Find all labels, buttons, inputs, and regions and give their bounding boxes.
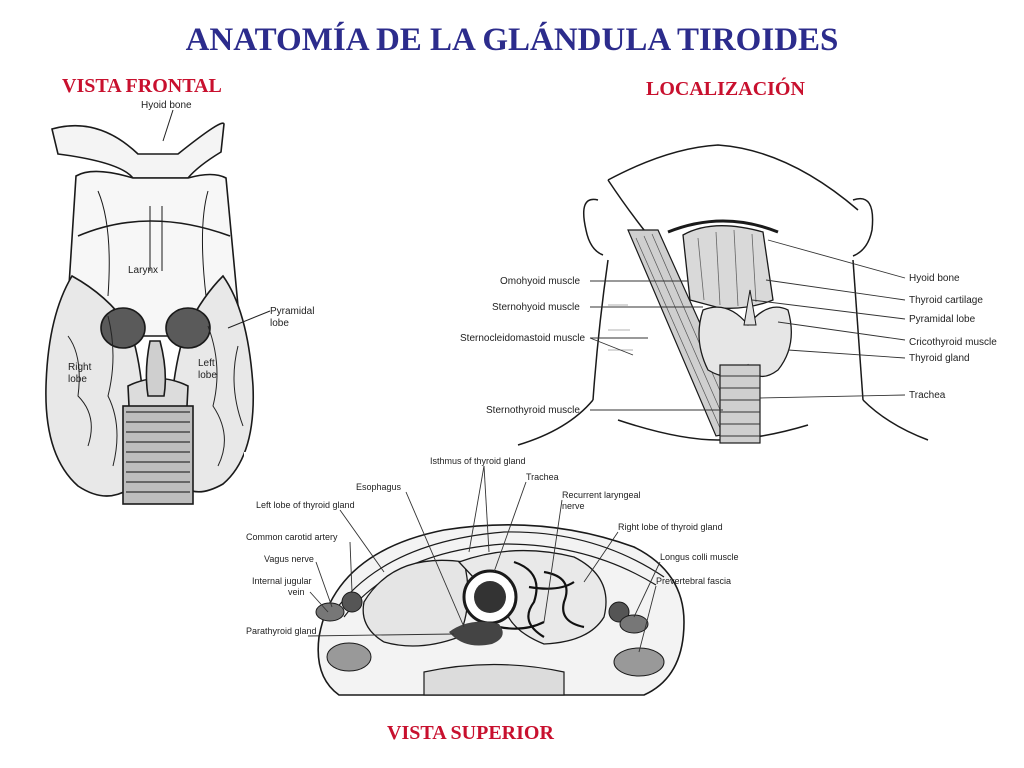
frontal-view-illustration: Hyoid bone Larynx Pyramidal lobe Right l…: [45, 100, 314, 505]
larynx-label: Larynx: [128, 265, 158, 276]
esophagus-label: Esophagus: [356, 482, 402, 492]
right-lobe-label-line1: Right: [68, 362, 92, 373]
left-lobe-label-line1: Left: [198, 358, 215, 369]
longus-colli-label: Longus colli muscle: [660, 552, 739, 562]
page-title: ANATOMÍA DE LA GLÁNDULA TIROIDES: [185, 22, 839, 58]
recurrent-nerve-label-line2: nerve: [562, 501, 585, 511]
location-panel: Omohyoid muscle Sternohyoid muscle Stern…: [458, 140, 1014, 455]
trachea-label-2: Trachea: [526, 472, 559, 482]
recurrent-nerve-label-line1: Recurrent laryngeal: [562, 490, 641, 500]
superior-view-illustration: Isthmus of thyroid gland Trachea Esophag…: [246, 456, 739, 696]
sternohyoid-label: Sternohyoid muscle: [492, 302, 580, 313]
frontal-view-heading: VISTA FRONTAL: [62, 75, 222, 97]
prevertebral-fascia-label: Prevertebral fascia: [656, 576, 731, 586]
jugular-label-line2: vein: [288, 587, 305, 597]
pyramidal-lobe-label-line2: lobe: [270, 318, 289, 329]
hyoid-bone-label: Hyoid bone: [141, 100, 192, 111]
carotid-label: Common carotid artery: [246, 532, 338, 542]
omohyoid-label: Omohyoid muscle: [500, 276, 580, 287]
isthmus-label: Isthmus of thyroid gland: [430, 456, 526, 466]
superior-view-panel: Isthmus of thyroid gland Trachea Esophag…: [244, 452, 764, 697]
jugular-label-line1: Internal jugular: [252, 576, 312, 586]
right-lobe-label-2: Right lobe of thyroid gland: [618, 522, 723, 532]
cricothyroid-label: Cricothyroid muscle: [909, 337, 997, 348]
location-heading: LOCALIZACIÓN: [646, 78, 805, 100]
frontal-view-panel: Hyoid bone Larynx Pyramidal lobe Right l…: [38, 96, 338, 521]
pyramidal-lobe-label-line1: Pyramidal: [270, 306, 314, 317]
thyroid-gland-label: Thyroid gland: [909, 353, 970, 364]
right-lobe-label-line2: lobe: [68, 374, 87, 385]
thyroid-cartilage-label: Thyroid cartilage: [909, 295, 983, 306]
location-illustration: Omohyoid muscle Sternohyoid muscle Stern…: [460, 144, 997, 446]
hyoid-bone-label-2: Hyoid bone: [909, 273, 960, 284]
superior-view-heading: VISTA SUPERIOR: [387, 722, 554, 744]
vagus-nerve-label: Vagus nerve: [264, 554, 314, 564]
sternothyroid-label: Sternothyroid muscle: [486, 405, 580, 416]
left-lobe-label-line2: lobe: [198, 370, 217, 381]
left-lobe-label-2: Left lobe of thyroid gland: [256, 500, 355, 510]
sternocleidomastoid-label: Sternocleidomastoid muscle: [460, 333, 585, 344]
parathyroid-label: Parathyroid gland: [246, 626, 317, 636]
pyramidal-lobe-label-2: Pyramidal lobe: [909, 314, 976, 325]
trachea-label: Trachea: [909, 390, 946, 401]
